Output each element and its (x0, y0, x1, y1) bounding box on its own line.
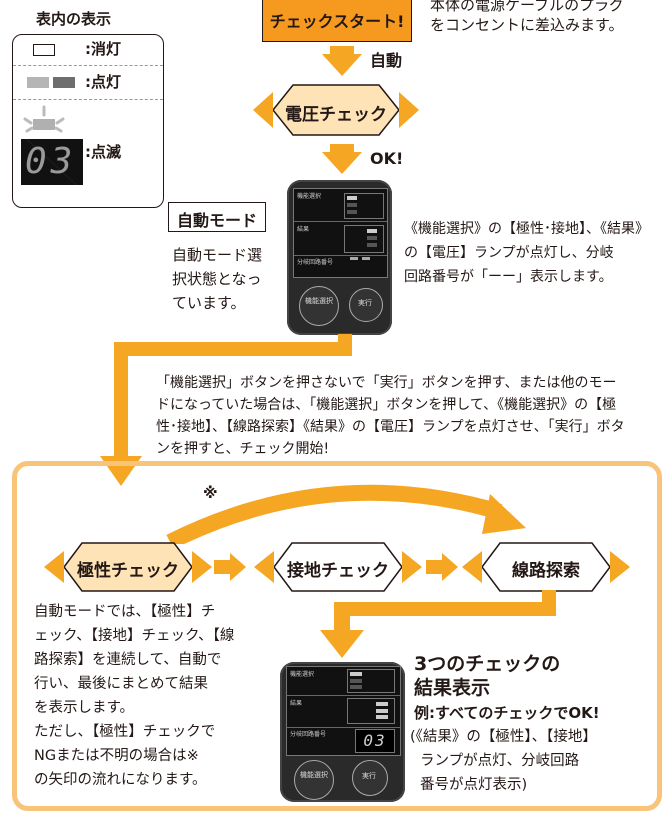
skip-curve-arrow-icon (166, 484, 526, 544)
device-lamp-group (347, 669, 395, 693)
legend-blink-label: :点滅 (85, 143, 121, 161)
ground-check-label: 接地チェック (287, 561, 389, 581)
device-branch-label: 分岐回路番号 (290, 731, 327, 738)
instruction-line-3: 性･接地】、【線路探索】《結果》の【電圧】ランプを点灯させ、「実行」ボタ (156, 419, 625, 435)
line-search-label: 線路探索 (512, 561, 580, 581)
device-func-label: 機能選択 (297, 193, 322, 200)
legend-divider (13, 99, 163, 100)
device-result-label: 結果 (297, 226, 310, 233)
device-screen: 機能選択 結果 分岐回路番号 (293, 188, 388, 278)
result-note-3: 番号が点灯表示) (420, 777, 528, 793)
legend-title: 表内の表示 (36, 10, 112, 28)
ground-check-diamond (254, 542, 422, 592)
auto-mode-box: 自動モード (168, 202, 266, 232)
note-mark: ※ (203, 484, 218, 502)
explanation-line-4: 行い、最後にまとめて結果 (34, 676, 208, 692)
plug-instruction-line2: をコンセントに差込みます。 (430, 16, 624, 34)
line-search-diamond (462, 542, 630, 592)
result-arrow-icon (320, 590, 556, 658)
function-select-button-label: 機能選択 (300, 771, 328, 779)
right-arrow-icon (214, 553, 246, 581)
explanation-line-8: の矢印の流れになります。 (34, 772, 207, 788)
explanation-line-1: 自動モードでは、【極性】チ (34, 604, 216, 620)
auto-mode-right-2: の【電圧】ランプが点灯し、分岐 (404, 245, 614, 261)
device-screen: 機能選択 結果 分岐回路番号 03 (286, 666, 401, 756)
device-digits: 03 (355, 729, 395, 753)
device-lamp-group (347, 698, 395, 724)
tester-device-auto: 機能選択 結果 分岐回路番号 機能選択 実行 (287, 180, 392, 335)
auto-mode-right-1: 《機能選択》の【極性･接地】、《結果》 (404, 221, 649, 237)
lamp-on-icon (27, 77, 49, 88)
explanation-line-5: を表示します。 (34, 700, 135, 716)
device-result-label: 結果 (290, 700, 303, 707)
execute-button[interactable] (352, 760, 388, 796)
legend-divider (13, 65, 163, 66)
check-start-label: チェックスタート! (269, 12, 405, 31)
polarity-check-diamond (44, 542, 212, 592)
instruction-line-4: ンを押すと、チェック開始! (156, 441, 330, 457)
lamp-off-icon (33, 44, 55, 56)
explanation-line-6: ただし、【極性】チェックで (34, 724, 216, 740)
check-start-button[interactable]: チェックスタート! (262, 0, 412, 42)
plug-instruction-line1: 本体の電源ケーブルのプラグ (430, 0, 625, 14)
explanation-line-3: 路探索】を連続して、自動で (34, 652, 222, 668)
function-select-button-label: 機能選択 (305, 297, 333, 305)
result-example: 例:すべてのチェックでOK! (414, 704, 600, 722)
instruction-line-2: ドになっていた場合は、「機能選択」ボタンを押して、《機能選択》の【極 (156, 397, 617, 413)
device-lamp-group (344, 225, 384, 253)
result-title-2: 結果表示 (414, 677, 491, 699)
result-note-1: (《結果》の【極性】、【接地】 (410, 729, 597, 745)
tester-device-result: 機能選択 結果 分岐回路番号 03 機能選択 実行 (280, 662, 405, 802)
explanation-line-7: NGまたは不明の場合は※ (34, 748, 199, 764)
auto-label: 自動 (370, 51, 403, 70)
blink-digits: 03 (25, 141, 77, 182)
auto-mode-desc-3: ています。 (172, 294, 246, 312)
auto-mode-desc-1: 自動モード選 (172, 246, 263, 264)
lamp-on-icon (53, 77, 75, 88)
voltage-check-diamond (253, 84, 419, 136)
auto-mode-desc-2: 択状態となっ (172, 270, 262, 288)
legend-box: :消灯 :点灯 03 :点滅 (12, 34, 164, 208)
lamp-blink-icon (23, 105, 65, 133)
instruction-line-1: 「機能選択」ボタンを押さないで「実行」ボタンを押す、または他のモー (156, 375, 617, 391)
result-note-2: ランプが点灯、分岐回路 (420, 753, 580, 769)
legend-off-label: :消灯 (85, 40, 121, 58)
ok-label: OK! (370, 149, 404, 168)
device-lamp-group (344, 193, 384, 219)
explanation-line-2: ェック、【接地】チェック、【線 (34, 628, 235, 644)
digit-display-icon (21, 139, 83, 185)
auto-check-panel (12, 461, 662, 811)
auto-mode-title: 自動モード (176, 211, 257, 230)
device-branch-label: 分岐回路番号 (297, 259, 334, 266)
function-select-button[interactable] (299, 286, 339, 326)
execute-button[interactable] (349, 288, 383, 322)
down-arrow-icon (322, 46, 362, 76)
execute-button-label: 実行 (358, 299, 372, 307)
down-arrow-icon (322, 144, 362, 174)
right-arrow-icon (426, 553, 458, 581)
legend-on-label: :点灯 (85, 73, 121, 91)
polarity-check-label: 極性チェック (77, 561, 179, 581)
flow-arrow-icon (100, 334, 352, 486)
auto-mode-right-3: 回路番号が「ーー」表示します。 (404, 269, 613, 285)
voltage-check-label: 電圧チェック (285, 105, 387, 125)
device-func-label: 機能選択 (290, 671, 315, 678)
result-title-1: 3つのチェックの (414, 653, 561, 675)
execute-button-label: 実行 (362, 772, 376, 780)
function-select-button[interactable] (294, 760, 334, 800)
